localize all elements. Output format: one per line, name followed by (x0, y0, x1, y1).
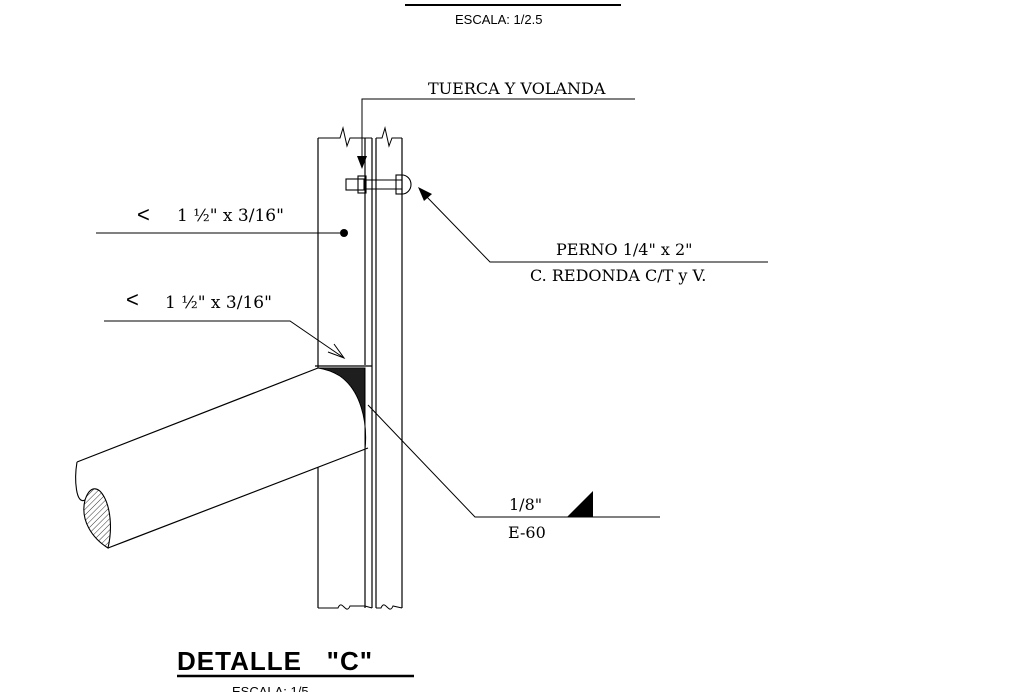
bolt-label-line1: PERNO 1/4" x 2" (556, 240, 693, 259)
nut-washer-label: TUERCA Y VOLANDA (428, 79, 606, 98)
nut-washer-leader (357, 98, 635, 169)
weld-leader (367, 404, 660, 518)
bolt-label-line2: C. REDONDA C/T y V. (530, 266, 706, 285)
weld-size-label: 1/8" (509, 495, 542, 514)
top-scale-label: ESCALA: 1/2.5 (455, 12, 542, 27)
weld-bead (317, 367, 367, 451)
angle-marker-dot (340, 229, 348, 237)
detail-scale-label: ESCALA: 1/5 (232, 684, 309, 692)
electrode-label: E-60 (508, 523, 546, 542)
bolt (345, 174, 412, 195)
bolt-leader (418, 187, 768, 263)
break-line-bottom (318, 604, 403, 610)
angle-lower-leader (104, 320, 346, 360)
detail-title: DETALLE "C" (177, 646, 373, 676)
angle-upper-symbol: < (137, 202, 150, 227)
angle-upper-label: 1 ½" x 3/16" (177, 206, 284, 226)
break-line-top (318, 126, 402, 148)
diagonal-pipe (75, 367, 369, 549)
angle-lower-label: 1 ½" x 3/16" (165, 293, 272, 313)
angle-lower-symbol: < (126, 287, 139, 312)
